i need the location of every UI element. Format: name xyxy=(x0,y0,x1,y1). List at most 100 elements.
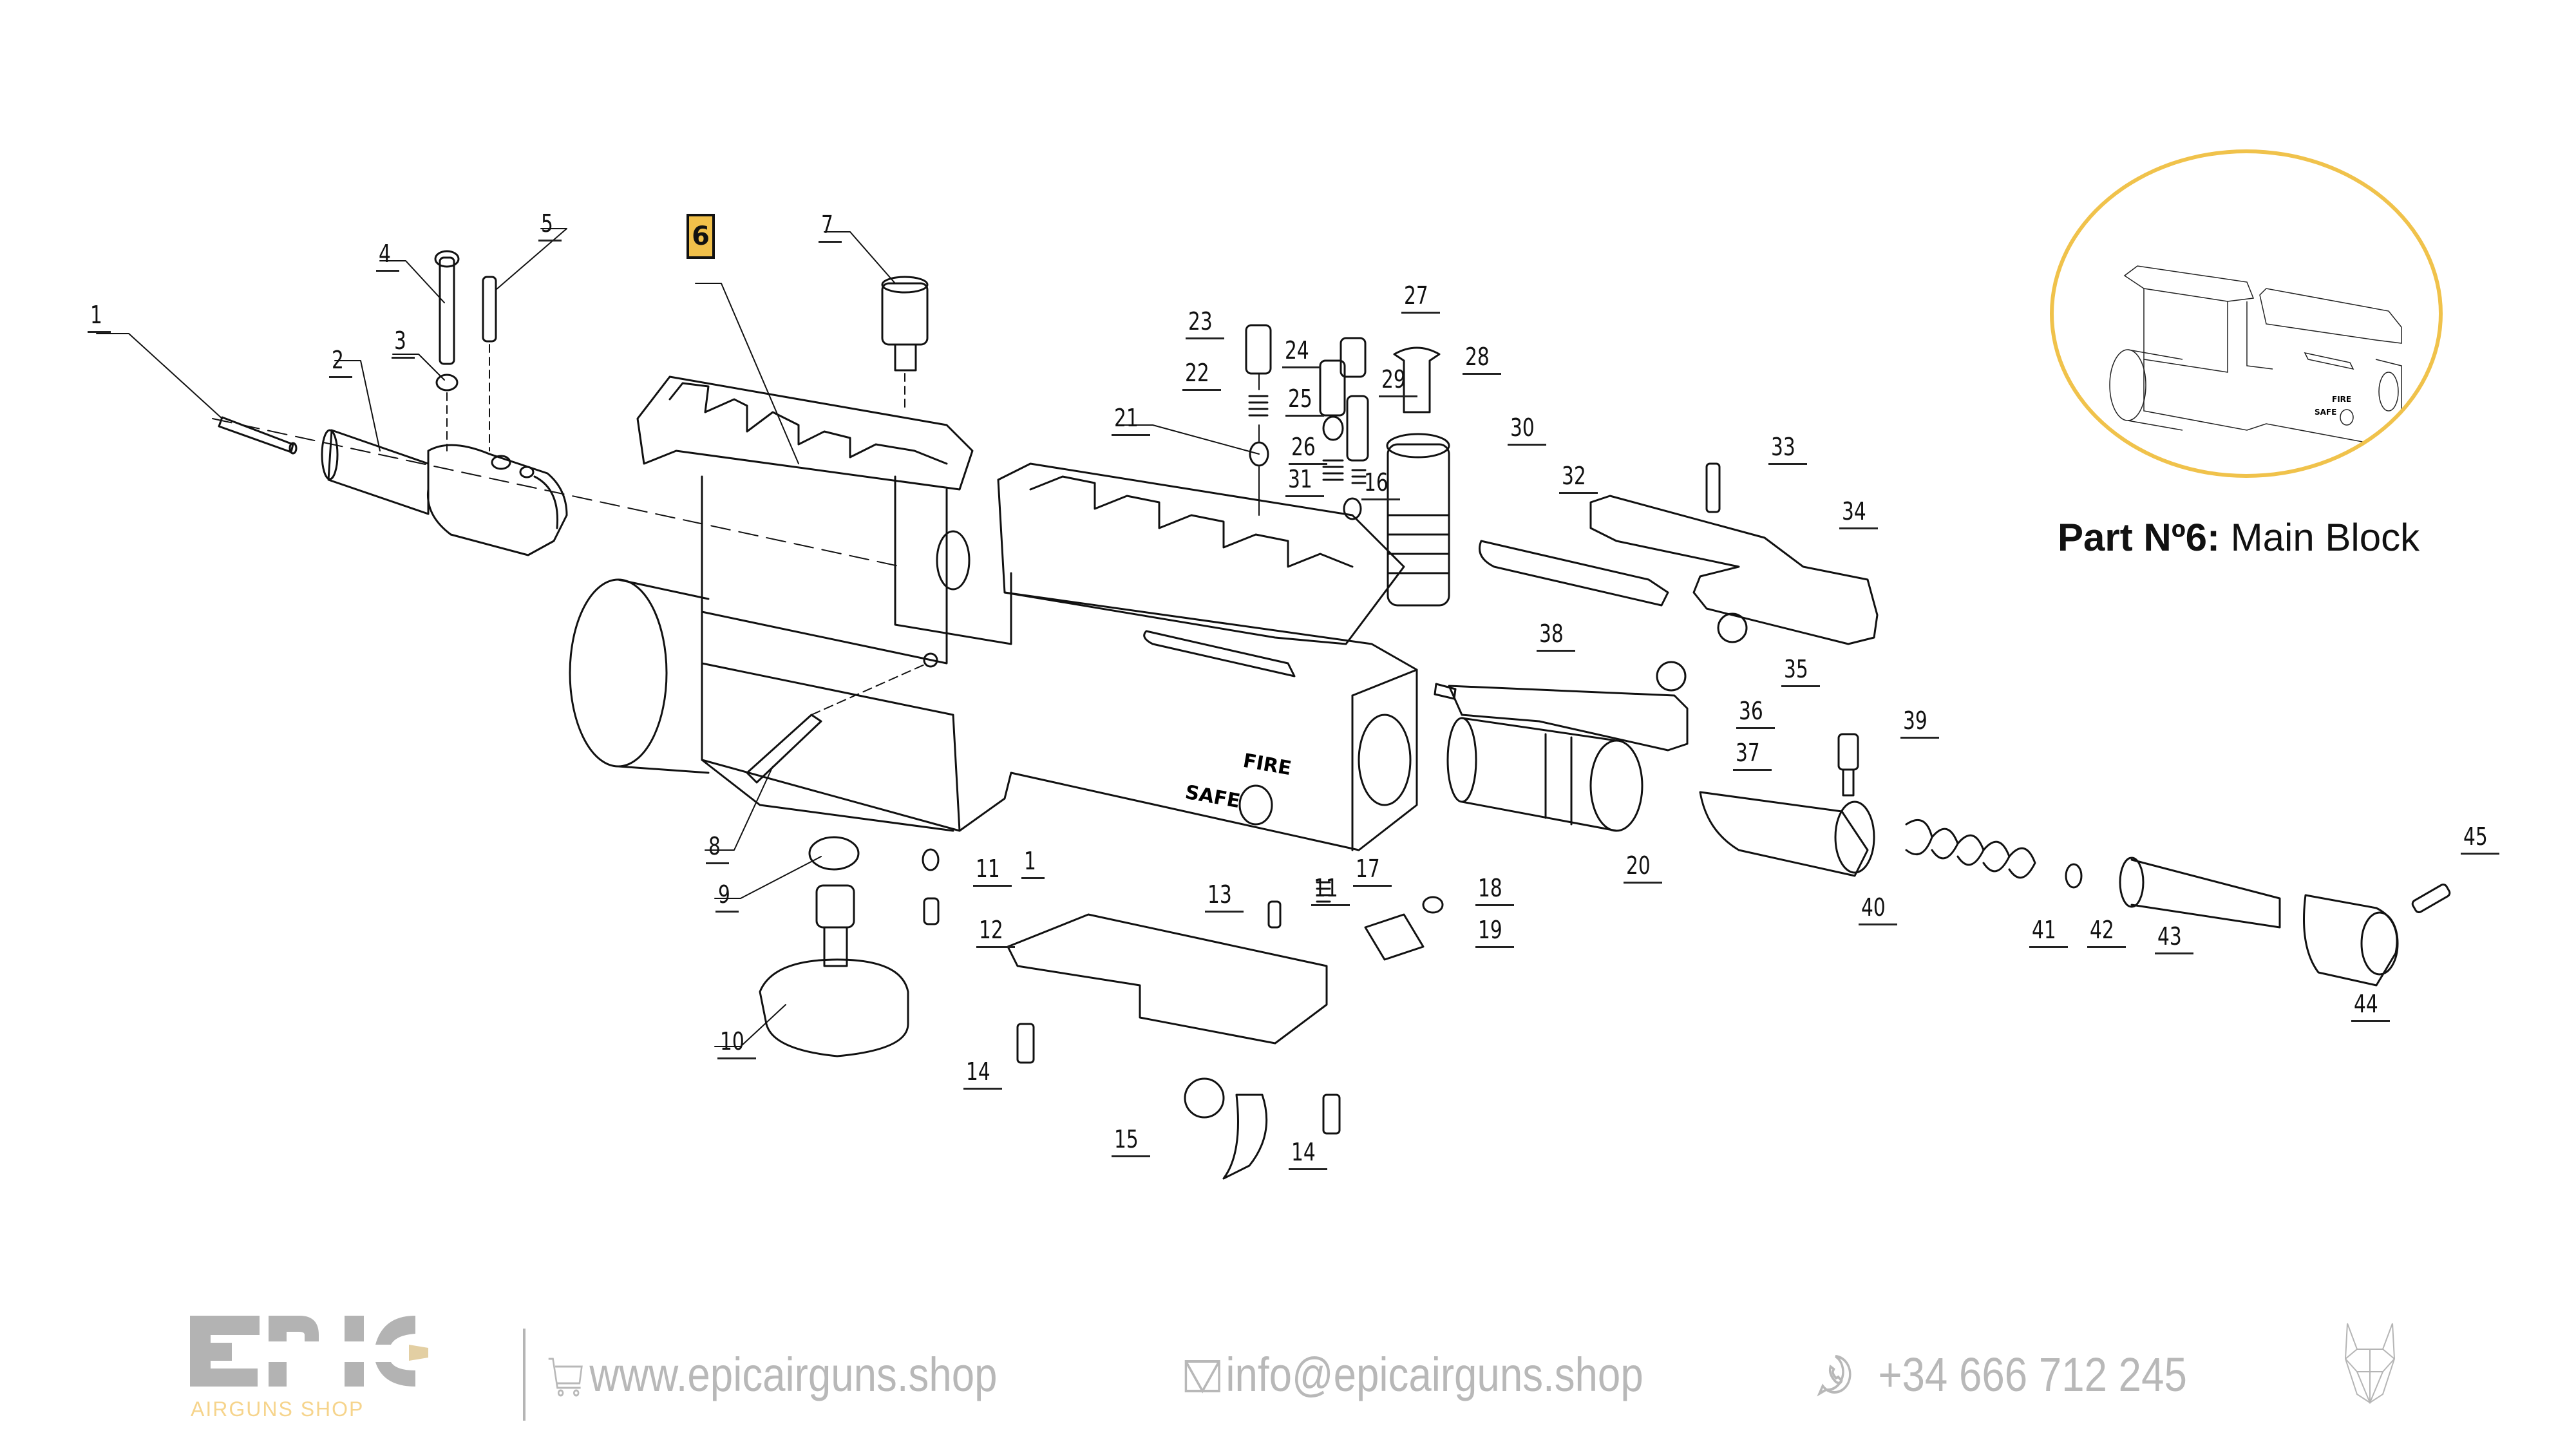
part-label[interactable]: 2 xyxy=(332,346,344,374)
part-label-underline xyxy=(376,270,399,272)
part-label-underline xyxy=(2029,946,2068,948)
part-7-screw xyxy=(881,276,929,413)
inset-safe-engraving: SAFE xyxy=(2315,408,2337,417)
part-label[interactable]: 13 xyxy=(1208,880,1232,909)
website-text: www.epicairguns.shop xyxy=(589,1348,998,1401)
part-label[interactable]: 23 xyxy=(1188,307,1213,336)
part-label-underline xyxy=(1781,685,1820,687)
parts-21-31 xyxy=(1245,324,1441,520)
part-label[interactable]: 43 xyxy=(2157,922,2182,951)
part-label[interactable]: 44 xyxy=(2354,990,2378,1018)
part-label[interactable]: 41 xyxy=(2032,916,2056,944)
part-label[interactable]: 26 xyxy=(1291,433,1316,461)
part-label[interactable]: 32 xyxy=(1562,462,1586,490)
part-label[interactable]: 1 xyxy=(90,301,102,329)
part-label[interactable]: 17 xyxy=(1356,855,1380,883)
part-label-underline xyxy=(1285,415,1324,417)
part-preview-circle: FIRE SAFE xyxy=(2050,149,2443,478)
part-label-underline xyxy=(715,911,739,913)
part-label-underline xyxy=(1508,444,1546,446)
envelope-icon xyxy=(1184,1359,1220,1394)
part-label-underline xyxy=(1401,312,1440,314)
part-3-4-5 xyxy=(434,250,497,451)
part-label[interactable]: 7 xyxy=(821,211,833,239)
part-label[interactable]: 35 xyxy=(1784,655,1808,683)
part-label[interactable]: 40 xyxy=(1861,893,1886,922)
part-label[interactable]: 42 xyxy=(2090,916,2114,944)
parts-32-34 xyxy=(1479,462,1879,692)
shopping-cart-icon xyxy=(548,1358,583,1396)
part-label-underline xyxy=(329,376,352,378)
phone-text: +34 666 712 245 xyxy=(1878,1348,2187,1401)
part-label[interactable]: 8 xyxy=(708,832,721,860)
epic-logo[interactable] xyxy=(190,1316,435,1412)
part-label[interactable]: 16 xyxy=(1364,468,1388,497)
phone-link[interactable]: +34 666 712 245 xyxy=(1816,1347,2187,1402)
part-label[interactable]: 9 xyxy=(718,880,730,909)
part-label[interactable]: 18 xyxy=(1478,874,1502,902)
part-label-underline xyxy=(1559,492,1598,494)
part-label-underline xyxy=(819,241,842,243)
parts-37-38 xyxy=(1434,683,1689,752)
part-label[interactable]: 5 xyxy=(541,209,553,238)
part-label[interactable]: 14 xyxy=(1291,1138,1316,1166)
part-label-underline xyxy=(717,1057,756,1059)
part-label[interactable]: 4 xyxy=(379,240,391,268)
part-label-underline xyxy=(706,862,729,864)
part-label[interactable]: 14 xyxy=(966,1057,990,1086)
part-label[interactable]: 33 xyxy=(1771,433,1795,461)
footer-divider xyxy=(523,1329,526,1421)
part-label[interactable]: 11 xyxy=(976,855,1000,883)
part-label[interactable]: 12 xyxy=(979,916,1003,944)
part-label[interactable]: 27 xyxy=(1404,281,1428,310)
part-label[interactable]: 22 xyxy=(1185,359,1209,387)
part-label-underline xyxy=(88,331,111,333)
part-label[interactable]: 37 xyxy=(1736,739,1760,767)
part-label-underline xyxy=(1736,727,1775,729)
part-label[interactable]: 39 xyxy=(1903,706,1927,735)
highlighted-part-number-badge[interactable]: 6 xyxy=(687,214,715,259)
part-label[interactable]: 30 xyxy=(1510,413,1535,442)
part-label[interactable]: 10 xyxy=(720,1027,744,1056)
part-label-underline xyxy=(1900,737,1939,739)
part-label-underline xyxy=(1463,373,1501,375)
part-label-underline xyxy=(1205,911,1244,913)
part-label[interactable]: 11 xyxy=(1314,874,1338,902)
part-label-underline xyxy=(1112,434,1150,436)
part-label[interactable]: 24 xyxy=(1285,336,1309,365)
part-label-underline xyxy=(1768,463,1807,465)
part-caption-number: Part Nº6: xyxy=(2058,516,2220,559)
part-caption-name: Main Block xyxy=(2219,516,2420,559)
part-label-underline xyxy=(1379,395,1417,397)
leader-lines xyxy=(96,228,1260,1047)
part-label[interactable]: 36 xyxy=(1739,697,1763,725)
part-label[interactable]: 15 xyxy=(1114,1125,1139,1153)
part-label-underline xyxy=(1475,904,1514,906)
part-label[interactable]: 34 xyxy=(1842,497,1866,526)
part-label-underline xyxy=(2351,1020,2390,1022)
part-label-underline xyxy=(1021,877,1045,879)
part-label[interactable]: 21 xyxy=(1114,404,1139,432)
website-link[interactable]: www.epicairguns.shop xyxy=(547,1347,998,1402)
part-label-underline xyxy=(2087,946,2126,948)
part-label[interactable]: 28 xyxy=(1465,343,1490,371)
part-label[interactable]: 20 xyxy=(1626,851,1651,880)
part-2-bolt-housing xyxy=(321,429,568,556)
part-label[interactable]: 29 xyxy=(1381,365,1406,393)
part-label[interactable]: 25 xyxy=(1288,384,1312,413)
part-1-pin xyxy=(218,416,298,455)
part-30-valve xyxy=(1386,433,1450,607)
email-link[interactable]: info@epicairguns.shop xyxy=(1184,1347,1643,1402)
part-label-underline xyxy=(1475,946,1514,948)
part-label-underline xyxy=(1859,923,1897,925)
part-label-underline xyxy=(1285,495,1324,497)
part-20-cylinder xyxy=(1446,717,1643,832)
inset-fire-engraving: FIRE xyxy=(2332,395,2352,404)
part-label[interactable]: 19 xyxy=(1478,916,1502,944)
part-label[interactable]: 45 xyxy=(2463,822,2488,851)
part-label[interactable]: 1 xyxy=(1024,847,1036,875)
part-label[interactable]: 3 xyxy=(394,327,406,355)
part-label[interactable]: 38 xyxy=(1539,620,1564,648)
part-label[interactable]: 31 xyxy=(1288,465,1312,493)
